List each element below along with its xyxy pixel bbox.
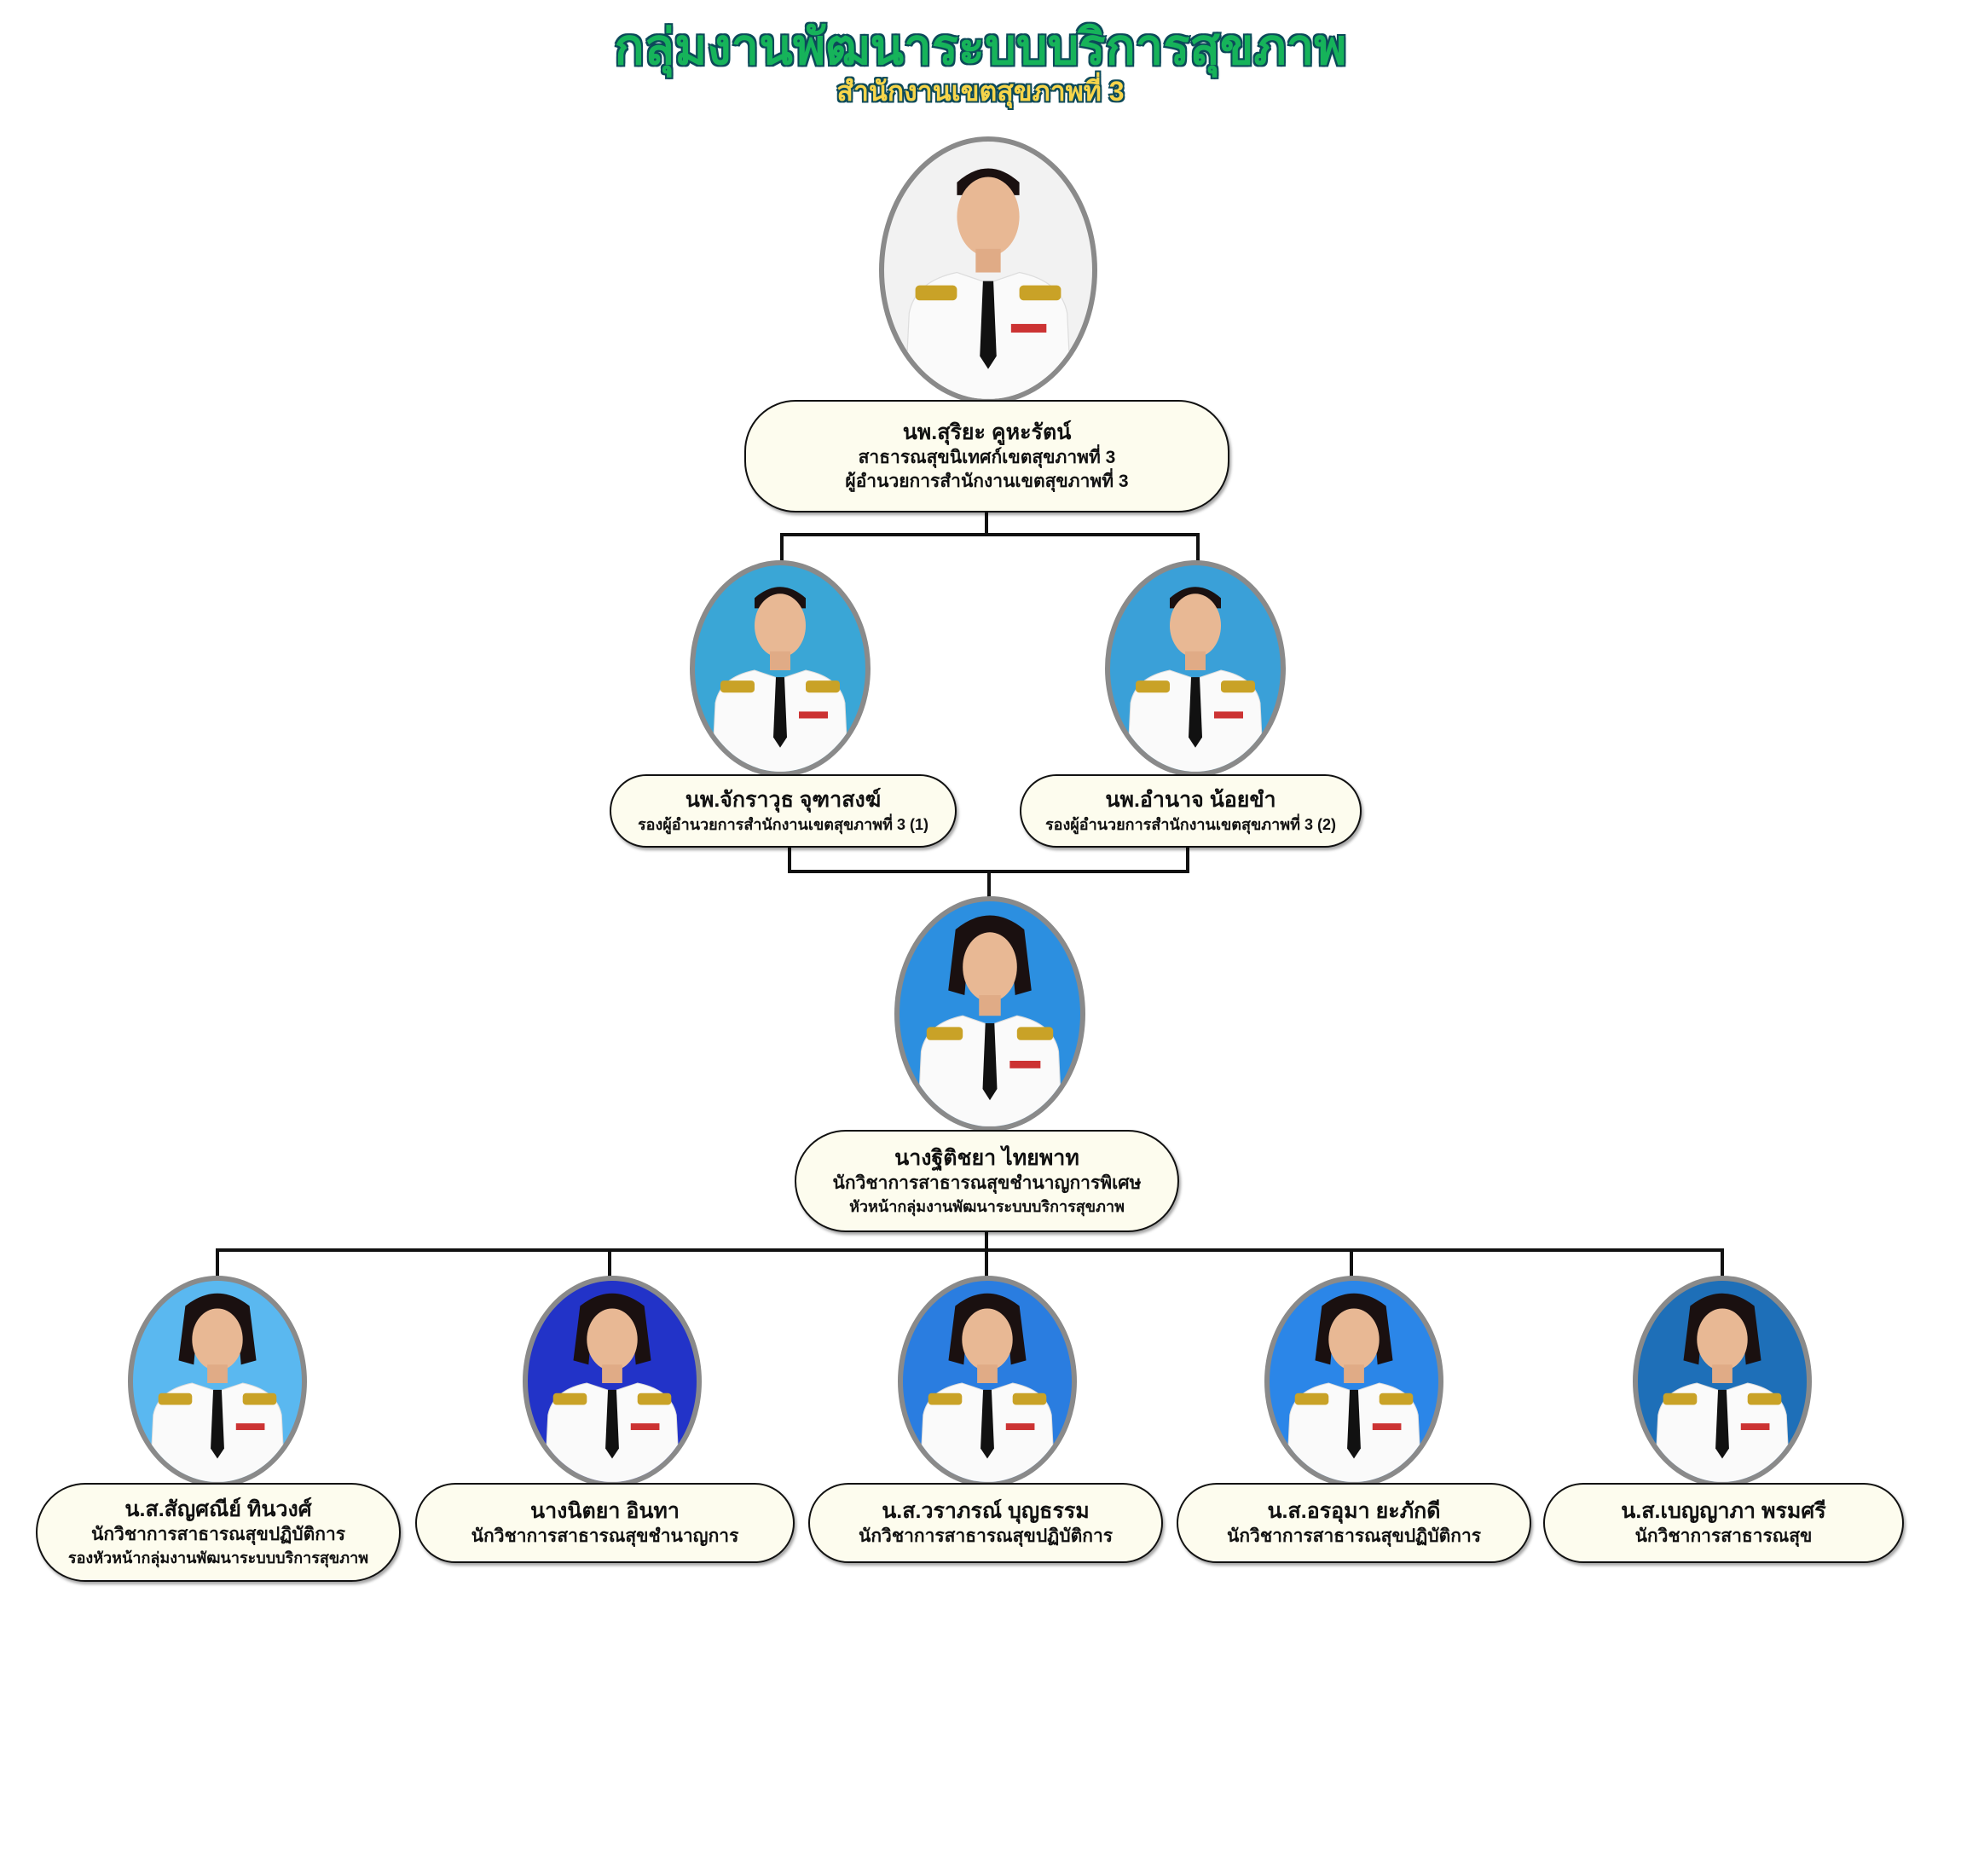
portrait-photo	[1633, 1276, 1812, 1487]
portrait-photo	[1264, 1276, 1443, 1487]
connector-line	[780, 533, 1200, 536]
person-position: นักวิชาการสาธารณสุขปฏิบัติการ	[858, 1526, 1114, 1546]
person-position: รองผู้อำนวยการสำนักงานเขตสุขภาพที่ 3 (1)	[637, 815, 928, 833]
connector-line	[1721, 1248, 1724, 1279]
connector-line	[985, 1248, 988, 1279]
person-silhouette-icon	[1126, 587, 1264, 772]
person-name: นางนิตยา อินทา	[530, 1498, 680, 1523]
connector-line	[608, 1248, 611, 1279]
portrait-photo	[894, 896, 1085, 1132]
person-position: รองผู้อำนวยการสำนักงานเขตสุขภาพที่ 3 (2)	[1044, 815, 1336, 833]
person-card: น.ส.วราภรณ์ บุญธรรมนักวิชาการสาธารณสุขปฏ…	[808, 1483, 1163, 1563]
person-name: นพ.จักราวุธ จุฑาสงฆ์	[685, 787, 882, 812]
person-position: นักวิชาการสาธารณสุขปฏิบัติการ	[1226, 1526, 1482, 1546]
connector-line	[985, 1230, 988, 1251]
person-card: นพ.จักราวุธ จุฑาสงฆ์รองผู้อำนวยการสำนักง…	[610, 774, 957, 848]
person-name: น.ส.อรอุมา ยะภักดี	[1267, 1498, 1441, 1523]
person-card: นางนิตยา อินทานักวิชาการสาธารณสุขชำนาญกา…	[415, 1483, 795, 1563]
connector-line	[780, 533, 784, 564]
person-position: สาธารณสุขนิเทศก์เขตสุขภาพที่ 3	[858, 447, 1116, 467]
portrait-photo	[879, 136, 1097, 404]
person-silhouette-icon	[917, 915, 1063, 1126]
connector-line	[1186, 846, 1189, 871]
person-position: นักวิชาการสาธารณสุขชำนาญการ	[471, 1526, 739, 1546]
person-position: ผู้อำนวยการสำนักงานเขตสุขภาพที่ 3	[845, 471, 1129, 491]
person-name: นางฐิติชยา ไทยพาท	[894, 1145, 1079, 1170]
person-card: นพ.อำนาจ น้อยขำรองผู้อำนวยการสำนักงานเขต…	[1020, 774, 1362, 848]
person-position: นักวิชาการสาธารณสุขปฏิบัติการ	[90, 1524, 346, 1544]
portrait-photo	[128, 1276, 307, 1487]
page-title: กลุ่มงานพัฒนาระบบบริการสุขภาพ	[613, 19, 1348, 77]
person-silhouette-icon	[1286, 1293, 1422, 1482]
portrait-photo	[1105, 560, 1286, 777]
person-position: นักวิชาการสาธารณสุขชำนาญการพิเศษ	[832, 1172, 1142, 1193]
connector-line	[985, 512, 988, 536]
connector-line	[216, 1248, 219, 1279]
person-name: น.ส.วราภรณ์ บุญธรรม	[882, 1498, 1090, 1523]
person-position: นักวิชาการสาธารณสุข	[1634, 1526, 1813, 1546]
person-card: นพ.สุริยะ คูหะรัตน์สาธารณสุขนิเทศก์เขตสุ…	[744, 400, 1229, 512]
person-name: น.ส.เบญญาภา พรมศรี	[1621, 1498, 1826, 1523]
person-name: นพ.สุริยะ คูหะรัตน์	[902, 420, 1072, 444]
person-silhouette-icon	[919, 1293, 1056, 1482]
person-silhouette-icon	[904, 168, 1073, 399]
person-silhouette-icon	[544, 1293, 680, 1482]
page-subtitle: สำนักงานเขตสุขภาพที่ 3	[836, 76, 1125, 107]
person-silhouette-icon	[711, 587, 849, 772]
person-card: น.ส.เบญญาภา พรมศรีนักวิชาการสาธารณสุข	[1543, 1483, 1904, 1563]
connector-line	[788, 846, 791, 871]
connector-line	[987, 870, 991, 899]
connector-line	[1196, 533, 1200, 564]
person-card: น.ส.สัญศณีย์ ทินวงศ์นักวิชาการสาธารณสุขป…	[36, 1483, 401, 1582]
portrait-photo	[690, 560, 871, 777]
person-position: รองหัวหน้ากลุ่มงานพัฒนาระบบบริการสุขภาพ	[67, 1549, 369, 1566]
connector-line	[1350, 1248, 1353, 1279]
portrait-photo	[523, 1276, 702, 1487]
person-name: น.ส.สัญศณีย์ ทินวงศ์	[124, 1497, 312, 1521]
portrait-photo	[898, 1276, 1077, 1487]
person-position: หัวหน้ากลุ่มงานพัฒนาระบบบริการสุขภาพ	[849, 1197, 1125, 1215]
connector-line	[216, 1248, 1724, 1252]
person-name: นพ.อำนาจ น้อยขำ	[1105, 787, 1276, 812]
person-silhouette-icon	[149, 1293, 286, 1482]
person-card: นางฐิติชยา ไทยพาทนักวิชาการสาธารณสุขชำนา…	[795, 1130, 1179, 1232]
person-silhouette-icon	[1654, 1293, 1790, 1482]
person-card: น.ส.อรอุมา ยะภักดีนักวิชาการสาธารณสุขปฏิ…	[1177, 1483, 1531, 1563]
